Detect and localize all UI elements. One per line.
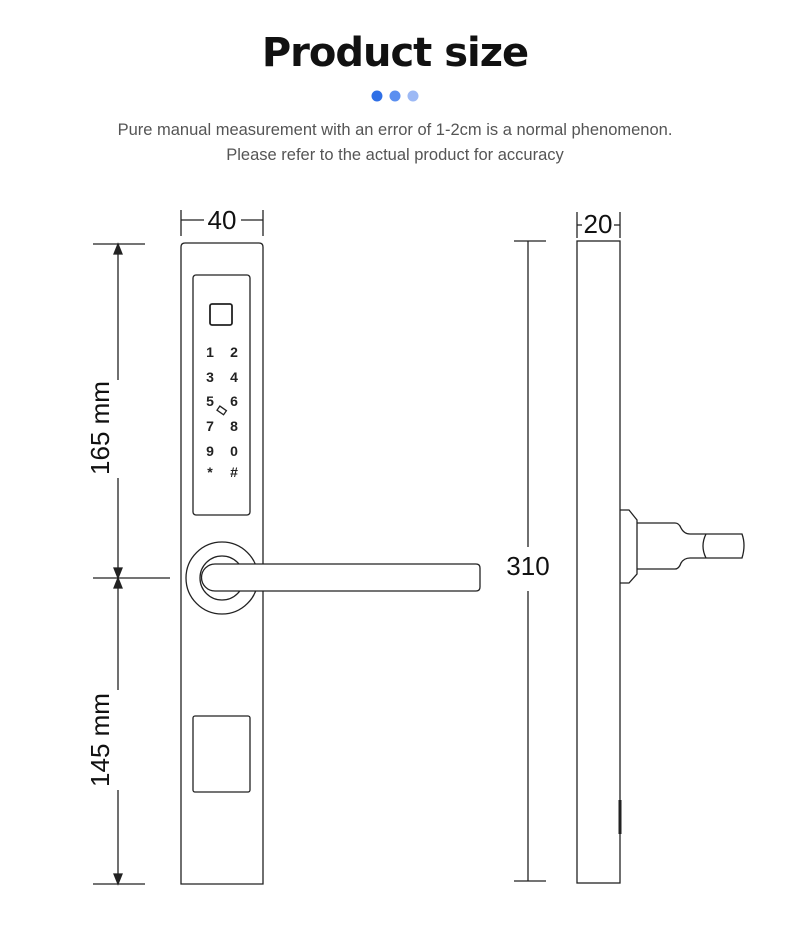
title-dot — [389, 90, 401, 102]
total-height-label: 310 — [506, 551, 549, 581]
fingerprint-sensor-icon — [209, 303, 233, 326]
subtitle-line-2: Please refer to the actual product for a… — [226, 146, 564, 164]
keypad-key: 5 — [206, 393, 214, 409]
battery-cover — [192, 715, 251, 793]
page-title: Product size — [261, 30, 529, 76]
keypad-key-hash: # — [230, 464, 238, 480]
subtitle-line-1: Pure manual measurement with an error of… — [117, 121, 673, 139]
lower-height-label: 145 mm — [85, 693, 115, 787]
keypad-key: 7 — [206, 418, 214, 434]
keypad-key: 2 — [230, 344, 238, 360]
keypad-key: 0 — [230, 443, 238, 459]
depth-label: 20 — [584, 209, 613, 239]
depth-dimension — [576, 212, 621, 238]
keypad-key: 4 — [230, 369, 238, 385]
lever-handle — [185, 541, 481, 615]
height-dimension-front — [93, 242, 170, 886]
lock-front-plate — [180, 242, 264, 885]
height-dimension-side — [514, 240, 546, 882]
keypad-key: 9 — [206, 443, 214, 459]
keypad-panel — [192, 274, 251, 516]
keypad-key: 6 — [230, 393, 238, 409]
title-dot — [371, 90, 383, 102]
upper-height-label: 165 mm — [85, 381, 115, 475]
card-reader-icon — [216, 405, 228, 416]
lock-side-view — [576, 240, 745, 884]
keypad: 1 2 3 4 5 6 7 8 9 0 * # — [206, 344, 238, 480]
keypad-key: 1 — [206, 344, 214, 360]
keypad-key: 3 — [206, 369, 214, 385]
keypad-key-star: * — [207, 464, 213, 480]
title-dot — [407, 90, 419, 102]
width-label: 40 — [208, 205, 237, 235]
title-dots — [371, 90, 419, 102]
keypad-key: 8 — [230, 418, 238, 434]
width-dimension — [180, 210, 264, 236]
